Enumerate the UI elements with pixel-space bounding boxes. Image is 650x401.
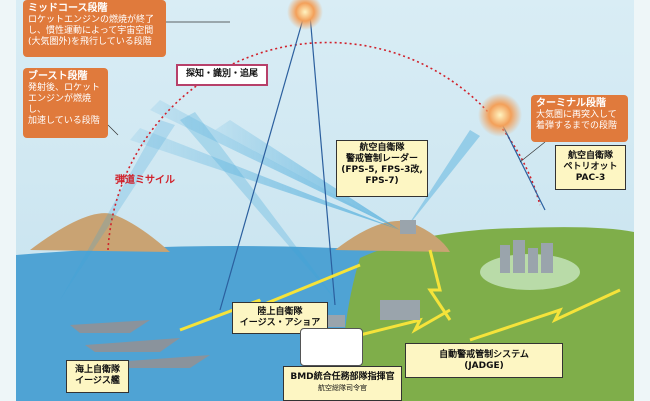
radar-line: FPS-7)	[365, 176, 399, 186]
midcourse-phase-label: ミッドコース段階 ロケットエンジンの燃焼が終了 し、慣性運動によって宇宙空間 (…	[23, 0, 166, 57]
radar-beams	[60, 100, 480, 305]
aegis-ship-label: 海上自衛隊 イージス艦	[66, 360, 129, 393]
datalink-4	[427, 249, 452, 321]
boost-phase-label: ブースト段階 発射後、ロケット エンジンが燃焼し、 加速している段階	[23, 68, 108, 138]
boost-line: 加速している段階	[28, 116, 100, 126]
midcourse-line: ロケットエンジンの燃焼が終了	[28, 15, 155, 25]
sm3-trail-2	[309, 14, 336, 306]
terminal-line: 大気圏に再突入して	[536, 110, 617, 120]
jadge-label: 自動警戒管制システム (JADGE)	[405, 343, 563, 378]
boost-title: ブースト段階	[28, 71, 88, 82]
patriot-label: 航空自衛隊 ペトリオット PAC-3	[555, 145, 626, 190]
aegis-ashore-line: 陸上自衛隊	[257, 307, 303, 317]
jadge-line: (JADGE)	[464, 361, 504, 371]
radar-line: 航空自衛隊	[359, 143, 405, 153]
buildings	[325, 220, 553, 327]
radar-label: 航空自衛隊 警戒管制レーダー (FPS-5, FPS-3改, FPS-7)	[336, 140, 428, 197]
command-room-illustration	[300, 328, 363, 366]
jadge-line: 自動警戒管制システム	[439, 350, 529, 360]
sm3-trail	[219, 11, 306, 311]
aegis-ship-line: 海上自衛隊	[74, 365, 120, 375]
boost-line: 発射後、ロケット	[28, 83, 101, 93]
patriot-line: ペトリオット	[563, 162, 618, 172]
midcourse-line: し、慣性運動によって宇宙空間	[28, 26, 154, 36]
radar-line: (FPS-5, FPS-3改,	[341, 165, 423, 175]
aegis-ashore-line: イージス・アショア	[239, 318, 321, 328]
bmd-commander-sub: 航空総隊司令官	[318, 384, 367, 392]
terminal-intercept	[478, 93, 522, 137]
terminal-title: ターミナル段階	[536, 98, 606, 109]
patriot-line: PAC-3	[575, 173, 606, 183]
terminal-line: 着弾するまでの段階	[536, 121, 618, 131]
bmd-commander-label: BMD統合任務部隊指揮官 航空総隊司令官	[283, 366, 402, 401]
datalink-3	[469, 288, 621, 342]
radar-hill	[335, 220, 450, 252]
detect-track-label: 探知・識別・追尾	[176, 64, 268, 86]
boost-line: エンジンが燃焼し、	[28, 94, 92, 115]
terminal-phase-label: ターミナル段階 大気圏に再突入して 着弾するまでの段階	[531, 95, 628, 142]
midcourse-title: ミッドコース段階	[28, 3, 108, 14]
datalink-2	[359, 308, 451, 337]
ballistic-missile-label: 弾道ミサイル	[115, 175, 175, 186]
aegis-ship-line: イージス艦	[75, 376, 120, 386]
aegis-ships	[70, 320, 210, 368]
bmd-commander-title: BMD統合任務部隊指揮官	[290, 372, 395, 382]
midcourse-line: (大気圏外)を飛行している段階	[28, 37, 152, 47]
patriot-line: 航空自衛隊	[567, 151, 613, 161]
radar-line: 警戒管制レーダー	[345, 154, 418, 164]
midcourse-intercept	[287, 0, 323, 30]
launch-hill	[30, 213, 170, 252]
